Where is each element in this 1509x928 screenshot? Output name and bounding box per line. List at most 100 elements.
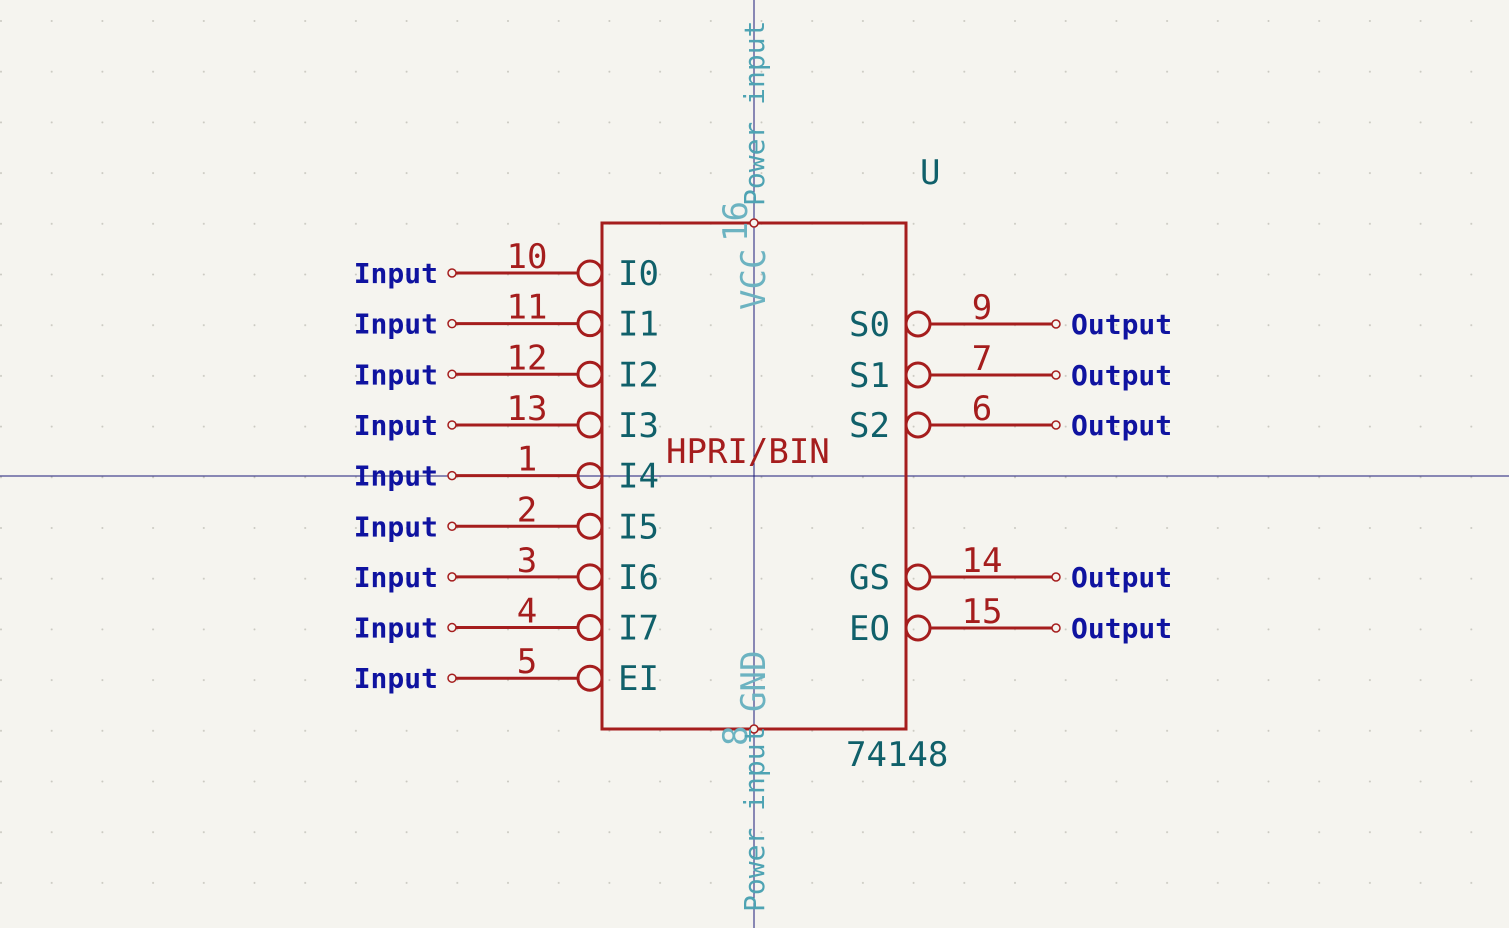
pin-name: S2 — [849, 406, 890, 446]
pin-endpoint — [447, 572, 457, 582]
pin-endpoint — [749, 724, 759, 734]
pin-number: 9 — [972, 288, 992, 328]
power-pin-number: 16 — [716, 201, 756, 242]
pin-ei[interactable]: Input 5 EI — [354, 642, 659, 699]
pin-name: I2 — [618, 355, 659, 395]
pin-endpoint — [447, 268, 457, 278]
pin-type-label: Output — [1071, 409, 1172, 442]
pin-endpoint — [447, 318, 457, 329]
pin-gs[interactable]: Output 14 GS — [849, 541, 1172, 598]
pin-type-label: Input — [354, 561, 438, 594]
pin-i4[interactable]: Input 1 I4 — [354, 440, 659, 497]
pin-name: I7 — [618, 609, 659, 649]
pin-i6[interactable]: Input 3 I6 — [354, 541, 659, 598]
pin-endpoint — [447, 521, 457, 531]
pin-number: 12 — [507, 338, 548, 378]
pin-number: 13 — [507, 389, 548, 429]
inversion-bubble — [576, 614, 604, 642]
right-pin-group: Output9S0Output7S1Output6S2Output14GSOut… — [849, 288, 1172, 649]
inversion-bubble — [576, 563, 604, 591]
inversion-bubble — [904, 310, 932, 338]
pin-name: S1 — [849, 356, 890, 396]
pin-s0[interactable]: Output 9 S0 — [849, 288, 1172, 345]
pin-i1[interactable]: Input 11 I1 — [354, 288, 659, 345]
power-pin-name: VCC — [734, 249, 774, 310]
pin-endpoint — [1051, 420, 1061, 430]
pin-endpoint — [1051, 572, 1061, 582]
pin-type-label: Input — [354, 358, 438, 391]
power-pin-number: 8 — [716, 726, 756, 746]
pin-i5[interactable]: Input 2 I5 — [354, 490, 659, 547]
pin-type-label: Input — [354, 460, 438, 493]
pin-type-label: Input — [354, 308, 438, 341]
pin-endpoint — [1051, 370, 1061, 380]
reference-designator[interactable]: U — [920, 153, 940, 193]
pin-name: S0 — [849, 305, 890, 345]
pin-s1[interactable]: Output 7 S1 — [849, 339, 1172, 396]
pin-number: 11 — [507, 288, 548, 328]
pin-number: 3 — [517, 541, 537, 581]
pin-name: EO — [849, 609, 890, 649]
pin-endpoint — [447, 420, 457, 430]
inversion-bubble — [576, 360, 604, 388]
pin-type-label: Output — [1071, 308, 1172, 341]
pin-endpoint — [447, 369, 457, 380]
inversion-bubble — [904, 361, 932, 389]
pin-endpoint — [447, 673, 457, 683]
inversion-bubble — [904, 614, 932, 642]
inversion-bubble — [904, 563, 932, 591]
power-pin-name: GND — [734, 651, 774, 712]
pin-name: I6 — [618, 558, 659, 598]
pin-type-label: Input — [354, 510, 438, 543]
pin-type-label: Input — [354, 409, 438, 442]
inversion-bubble — [576, 462, 604, 490]
pin-type-label: Output — [1071, 612, 1172, 645]
pin-name: I1 — [618, 305, 659, 345]
pin-name: I4 — [618, 457, 659, 497]
pin-name: I0 — [618, 254, 659, 294]
pin-name: I3 — [618, 406, 659, 446]
pin-type-label: Input — [354, 257, 438, 290]
pin-number: 1 — [517, 440, 537, 480]
inversion-bubble — [576, 310, 604, 338]
pin-type-label: Input — [354, 662, 438, 695]
symbol-description: HPRI/BIN — [666, 432, 830, 472]
inversion-bubble — [576, 664, 604, 692]
pin-i7[interactable]: Input 4 I7 — [354, 592, 659, 649]
pin-i0[interactable]: Input 10 I0 — [354, 237, 659, 294]
pin-number: 5 — [517, 642, 537, 682]
pin-endpoint — [447, 622, 457, 633]
pin-endpoint — [1051, 623, 1061, 633]
pin-number: 4 — [517, 592, 537, 632]
power-pin-type-label: Power input — [738, 21, 771, 206]
pin-number: 10 — [507, 237, 548, 277]
symbol-value[interactable]: 74148 — [846, 735, 948, 775]
pin-name: I5 — [618, 507, 659, 547]
inversion-bubble — [576, 411, 604, 439]
pin-i3[interactable]: Input 13 I3 — [354, 389, 659, 446]
inversion-bubble — [576, 259, 604, 287]
pin-type-label: Output — [1071, 561, 1172, 594]
pin-number: 14 — [962, 541, 1003, 581]
power-pin-vcc[interactable]: Power input 16 VCC — [716, 21, 774, 310]
pin-number: 2 — [517, 490, 537, 530]
pin-number: 15 — [962, 592, 1003, 632]
power-pin-gnd[interactable]: GND 8 Power input — [716, 651, 774, 912]
inversion-bubble — [576, 512, 604, 540]
power-pin-type-label: Power input — [738, 727, 771, 912]
pin-i2[interactable]: Input 12 I2 — [354, 338, 659, 395]
pin-name: GS — [849, 558, 890, 598]
pin-endpoint — [1051, 319, 1061, 329]
pin-number: 7 — [972, 339, 992, 379]
pin-type-label: Output — [1071, 359, 1172, 392]
pin-type-label: Input — [354, 612, 438, 645]
pin-name: EI — [618, 659, 659, 699]
pin-endpoint — [749, 218, 759, 228]
pin-s2[interactable]: Output 6 S2 — [849, 389, 1172, 446]
inversion-bubble — [904, 411, 932, 439]
pin-endpoint — [447, 470, 457, 481]
pin-eo[interactable]: Output 15 EO — [849, 592, 1172, 649]
pin-number: 6 — [972, 389, 992, 429]
